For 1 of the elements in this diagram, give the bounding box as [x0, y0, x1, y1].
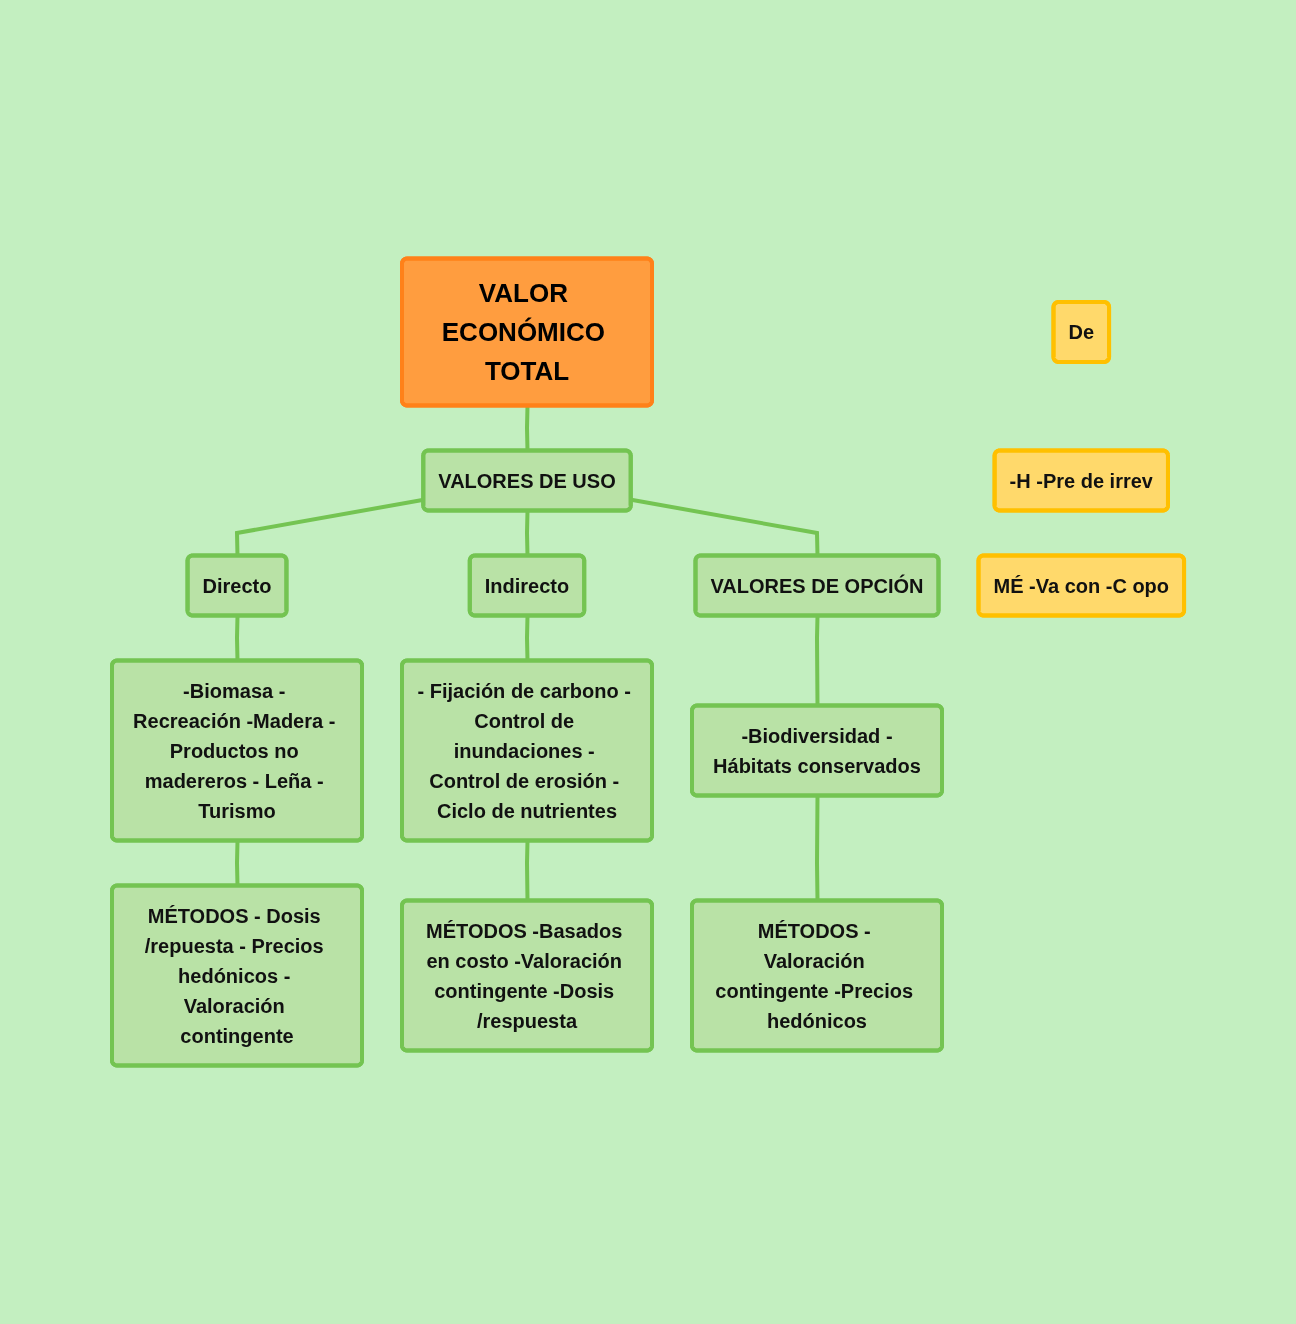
connector	[814, 615, 820, 706]
